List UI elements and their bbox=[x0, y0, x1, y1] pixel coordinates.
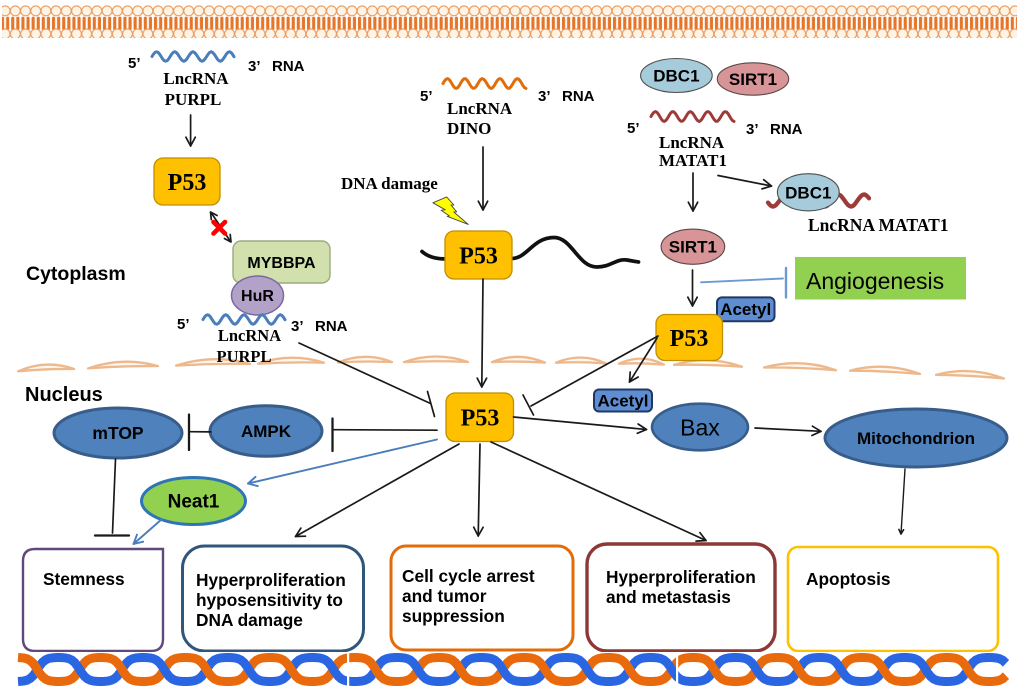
svg-text:DNA damage: DNA damage bbox=[196, 610, 303, 630]
svg-text:MATAT1: MATAT1 bbox=[659, 151, 727, 170]
svg-text:P53: P53 bbox=[168, 170, 207, 196]
svg-text:DNA damage: DNA damage bbox=[341, 174, 438, 193]
svg-text:LncRNA: LncRNA bbox=[163, 69, 229, 88]
svg-text:Mitochondrion: Mitochondrion bbox=[857, 429, 975, 448]
svg-text:Acetyl: Acetyl bbox=[720, 300, 771, 319]
svg-text:AMPK: AMPK bbox=[241, 422, 292, 441]
svg-text:PURPL: PURPL bbox=[217, 347, 272, 366]
svg-text:P53: P53 bbox=[459, 244, 498, 270]
svg-text:PURPL: PURPL bbox=[165, 90, 222, 109]
svg-text:DBC1: DBC1 bbox=[785, 183, 831, 202]
svg-text:LncRNA: LncRNA bbox=[447, 99, 513, 118]
svg-text:RNA: RNA bbox=[315, 318, 348, 335]
svg-text:3’: 3’ bbox=[291, 318, 304, 335]
svg-text:and metastasis: and metastasis bbox=[606, 587, 731, 607]
svg-text:MYBBPA: MYBBPA bbox=[247, 255, 316, 272]
svg-text:P53: P53 bbox=[670, 326, 709, 352]
svg-text:SIRT1: SIRT1 bbox=[669, 238, 717, 257]
svg-text:Acetyl: Acetyl bbox=[597, 392, 648, 411]
svg-text:5’: 5’ bbox=[627, 120, 640, 137]
svg-text:DINO: DINO bbox=[447, 119, 491, 138]
svg-text:DBC1: DBC1 bbox=[653, 67, 699, 86]
svg-text:LncRNA MATAT1: LncRNA MATAT1 bbox=[808, 215, 949, 235]
svg-text:suppression: suppression bbox=[402, 606, 505, 626]
svg-text:Angiogenesis: Angiogenesis bbox=[806, 268, 944, 294]
svg-text:RNA: RNA bbox=[272, 58, 305, 75]
svg-text:3’: 3’ bbox=[538, 88, 551, 105]
svg-text:Cytoplasm: Cytoplasm bbox=[26, 263, 126, 285]
svg-text:5’: 5’ bbox=[177, 316, 190, 333]
svg-text:P53: P53 bbox=[461, 406, 500, 432]
svg-text:LncRNA: LncRNA bbox=[218, 326, 281, 345]
svg-text:Stemness: Stemness bbox=[43, 569, 125, 589]
svg-text:and tumor: and tumor bbox=[402, 586, 487, 606]
svg-text:LncRNA: LncRNA bbox=[659, 133, 725, 152]
svg-text:5’: 5’ bbox=[128, 55, 141, 72]
svg-text:RNA: RNA bbox=[562, 88, 595, 105]
svg-text:Apoptosis: Apoptosis bbox=[806, 569, 890, 589]
svg-text:HuR: HuR bbox=[241, 288, 274, 305]
svg-text:Bax: Bax bbox=[680, 415, 720, 441]
svg-text:SIRT1: SIRT1 bbox=[729, 70, 777, 89]
svg-text:Neat1: Neat1 bbox=[168, 492, 220, 513]
svg-text:hyposensitivity to: hyposensitivity to bbox=[196, 590, 343, 610]
svg-text:3’: 3’ bbox=[746, 121, 759, 138]
svg-text:RNA: RNA bbox=[770, 121, 803, 138]
svg-text:5’: 5’ bbox=[420, 88, 433, 105]
svg-text:Hyperproliferation: Hyperproliferation bbox=[606, 567, 756, 587]
svg-text:Nucleus: Nucleus bbox=[25, 384, 103, 406]
svg-text:3’: 3’ bbox=[248, 58, 261, 75]
svg-text:Cell cycle arrest: Cell cycle arrest bbox=[402, 566, 535, 586]
svg-text:mTOP: mTOP bbox=[92, 423, 144, 443]
svg-text:Hyperproliferation: Hyperproliferation bbox=[196, 570, 346, 590]
